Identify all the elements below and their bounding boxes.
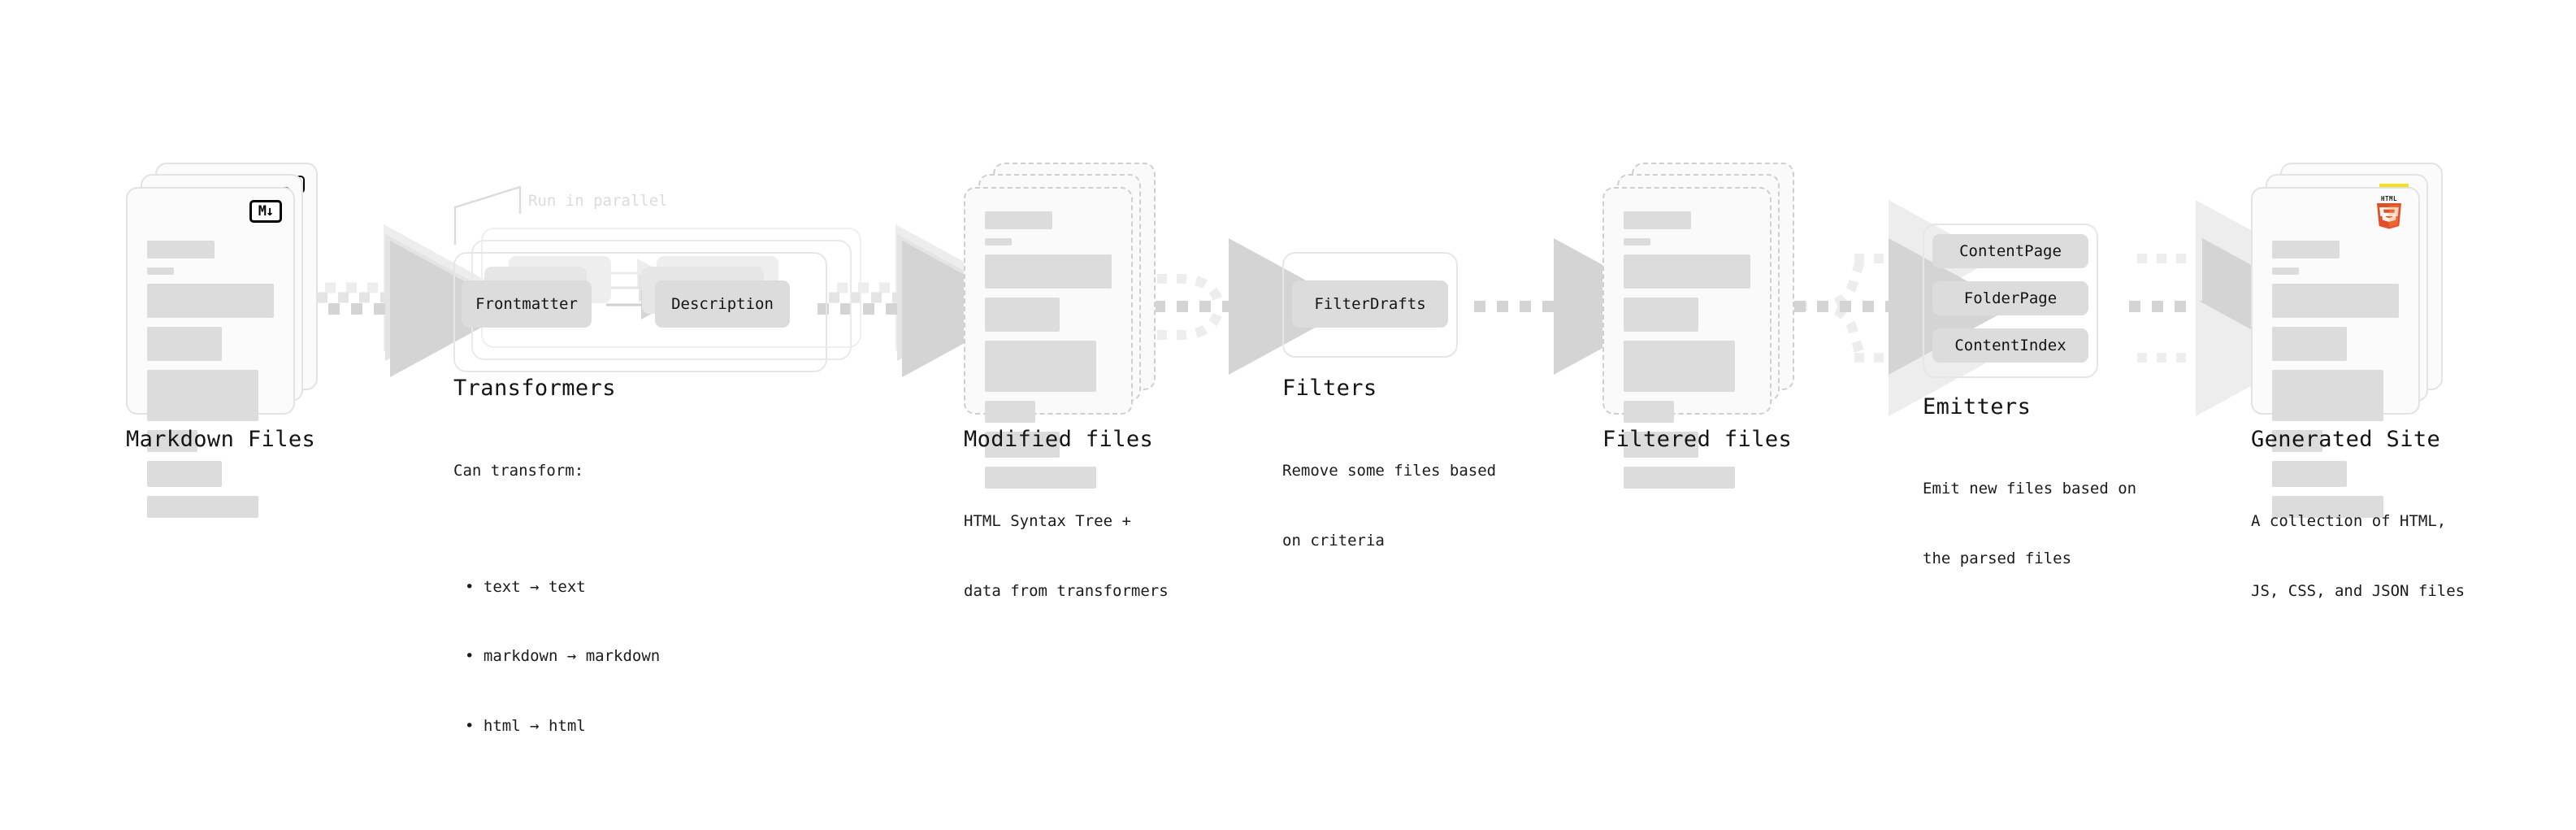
transformers-caption-item: • text → text: [465, 577, 586, 596]
skeleton-line: [985, 401, 1036, 423]
markdown-files-stack: M↓ M↓ M↓: [126, 163, 321, 518]
skeleton-line: [985, 238, 1012, 246]
emitter-node-folderpage[interactable]: FolderPage: [1932, 281, 2088, 315]
connector-emitters-to-site: [2129, 200, 2327, 416]
html5-icon: HTML: [2371, 193, 2407, 229]
skeleton-line: [147, 267, 174, 275]
page-title-modified-files: Modified files: [964, 427, 1154, 452]
skeleton-line: [147, 370, 259, 421]
emitter-node-contentindex[interactable]: ContentIndex: [1932, 328, 2088, 363]
html5-icon-glyph: HTML: [2377, 195, 2401, 229]
skeleton-line: [147, 241, 215, 259]
filters-caption-line: on criteria: [1282, 531, 1385, 550]
page-title-filtered-files: Filtered files: [1602, 427, 1793, 452]
transformers-box-front: [453, 252, 827, 372]
skeleton-line: [985, 211, 1052, 229]
skeleton-line: [2272, 327, 2348, 361]
skeleton-line: [147, 327, 223, 361]
transformers-caption-head: Can transform:: [453, 462, 584, 480]
modified-files-caption-line: HTML Syntax Tree +: [964, 512, 1131, 530]
skeleton-line: [147, 430, 198, 452]
transformers-caption-list: • text → text • markdown → markdown • ht…: [453, 529, 660, 784]
transformers-caption-item: • markdown → markdown: [465, 647, 661, 665]
skeleton-line: [2272, 461, 2348, 487]
skeleton-line: [985, 432, 1060, 458]
modified-doc-front: [964, 187, 1133, 489]
generated-site-stack: CSS HTML: [2251, 163, 2454, 518]
modified-files-stack: [964, 163, 1159, 489]
emitters-box: [1923, 224, 2098, 378]
page-title-markdown-files: Markdown Files: [126, 427, 316, 452]
skeleton-line: [2272, 496, 2384, 518]
skeleton-line: [147, 284, 274, 318]
emitters-caption: Emit new files based on the parsed files: [1923, 431, 2136, 616]
page-title-emitters: Emitters: [1923, 394, 2032, 419]
skeleton-line: [1624, 401, 1675, 423]
transformer-node-description[interactable]: Description: [655, 280, 790, 328]
transformers-caption: Can transform: • text → text • markdown …: [453, 413, 660, 830]
skeleton-line: [985, 341, 1097, 392]
skeleton-line: [2272, 370, 2384, 421]
emitters-caption-line: Emit new files based on: [1923, 480, 2137, 498]
filtered-files-stack: [1602, 163, 1798, 489]
generated-doc-skeleton: [2272, 241, 2399, 527]
pipeline-diagram: M↓ M↓ M↓ Markdown Files Frontmatter: [126, 163, 2465, 735]
skeleton-line: [1624, 432, 1699, 458]
markdown-doc-front: M↓: [126, 187, 295, 518]
run-in-parallel-label: Run in parallel: [528, 192, 668, 210]
page-title-transformers: Transformers: [453, 376, 616, 401]
modified-files-caption: HTML Syntax Tree + data from transformer…: [964, 463, 1169, 649]
generated-site-caption: A collection of HTML, JS, CSS, and JSON …: [2251, 463, 2465, 649]
skeleton-line: [1624, 341, 1736, 392]
modified-files-caption-line: data from transformers: [964, 581, 1169, 600]
skeleton-line: [985, 298, 1060, 332]
modified-doc-skeleton: [985, 211, 1112, 498]
generated-site-caption-line: A collection of HTML,: [2251, 512, 2447, 530]
skeleton-line: [2272, 241, 2340, 259]
skeleton-line: [147, 461, 223, 487]
skeleton-line: [1624, 298, 1699, 332]
page-title-filters: Filters: [1282, 376, 1377, 401]
emitters-caption-line: the parsed files: [1923, 549, 2072, 567]
skeleton-line: [985, 254, 1112, 289]
connector-markdown-to-transformers: [306, 224, 515, 377]
generated-site-caption-line: JS, CSS, and JSON files: [2251, 581, 2465, 600]
skeleton-line: [985, 467, 1097, 489]
transformers-caption-item: • html → html: [465, 716, 586, 735]
skeleton-line: [1624, 211, 1691, 229]
markdown-doc-skeleton: [147, 241, 274, 527]
filter-node-filterdrafts[interactable]: FilterDrafts: [1292, 280, 1448, 328]
svg-text:HTML: HTML: [2381, 195, 2397, 202]
filters-box: [1282, 252, 1458, 358]
transformer-node-frontmatter[interactable]: Frontmatter: [462, 280, 592, 328]
filtered-doc-front: [1602, 187, 1772, 489]
skeleton-line: [147, 496, 259, 518]
markdown-icon: M↓: [249, 200, 282, 223]
skeleton-line: [1624, 238, 1650, 246]
skeleton-line: [2272, 267, 2299, 275]
emitter-node-contentpage[interactable]: ContentPage: [1932, 234, 2088, 268]
filters-caption-line: Remove some files based: [1282, 462, 1497, 480]
page-title-generated-site: Generated Site: [2251, 427, 2441, 452]
generated-doc-front: HTML: [2251, 187, 2420, 518]
skeleton-line: [2272, 284, 2399, 318]
skeleton-line: [1624, 254, 1750, 289]
skeleton-line: [1624, 467, 1736, 489]
filters-caption: Remove some files based on criteria: [1282, 413, 1496, 598]
skeleton-line: [2272, 430, 2323, 452]
filtered-doc-skeleton: [1624, 211, 1750, 498]
